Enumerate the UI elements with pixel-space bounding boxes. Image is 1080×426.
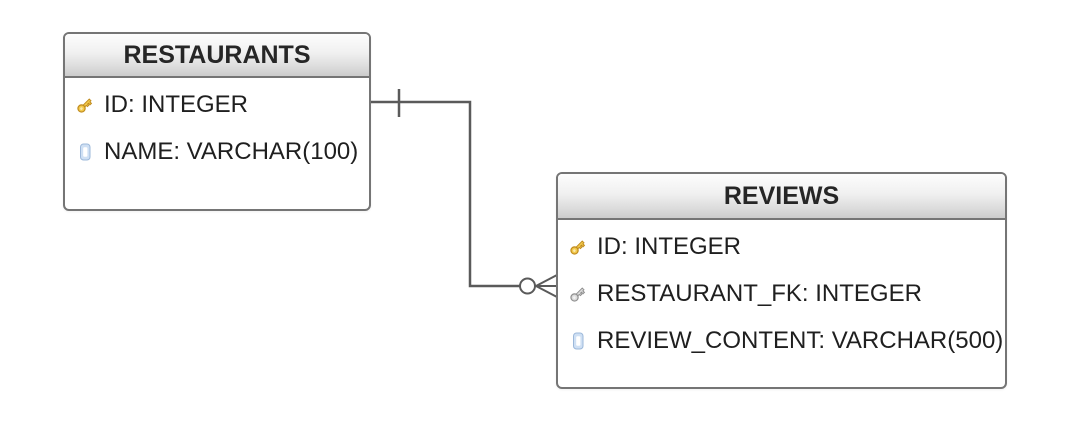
table-reviews-header[interactable]: REVIEWS [558,174,1005,220]
column-icon [75,142,95,162]
table-restaurants[interactable]: RESTAURANTS ID: INTEGER NAME: VARCHAR(10… [63,32,371,211]
table-restaurants-body: ID: INTEGER NAME: VARCHAR(100) [65,78,369,175]
relationship-line [371,100,520,288]
column-row-review-content: REVIEW_CONTENT: VARCHAR(500) [558,317,1005,364]
column-label: ID: INTEGER [597,232,742,260]
column-label: NAME: VARCHAR(100) [104,137,359,165]
column-label: RESTAURANT_FK: INTEGER [597,279,922,307]
column-icon [568,331,588,351]
primary-key-icon [568,237,588,257]
table-restaurants-header[interactable]: RESTAURANTS [65,34,369,78]
table-restaurants-title: RESTAURANTS [123,40,311,69]
column-row-id: ID: INTEGER [65,81,369,128]
table-reviews-body: ID: INTEGER RESTAURANT_FK: INTEGER REVIE… [558,220,1005,364]
table-reviews[interactable]: REVIEWS ID: INTEGER RESTAURANT_FK: INTEG… [556,172,1007,389]
primary-key-icon [75,95,95,115]
column-row-id: ID: INTEGER [558,223,1005,270]
column-row-restaurant-fk: RESTAURANT_FK: INTEGER [558,270,1005,317]
cardinality-zero-circle [519,277,536,295]
cardinality-many-crowfoot [533,274,558,298]
column-row-name: NAME: VARCHAR(100) [65,128,369,175]
table-reviews-title: REVIEWS [723,181,840,210]
column-label: ID: INTEGER [104,90,249,118]
column-label: REVIEW_CONTENT: VARCHAR(500) [597,326,1004,354]
foreign-key-icon [568,284,588,304]
